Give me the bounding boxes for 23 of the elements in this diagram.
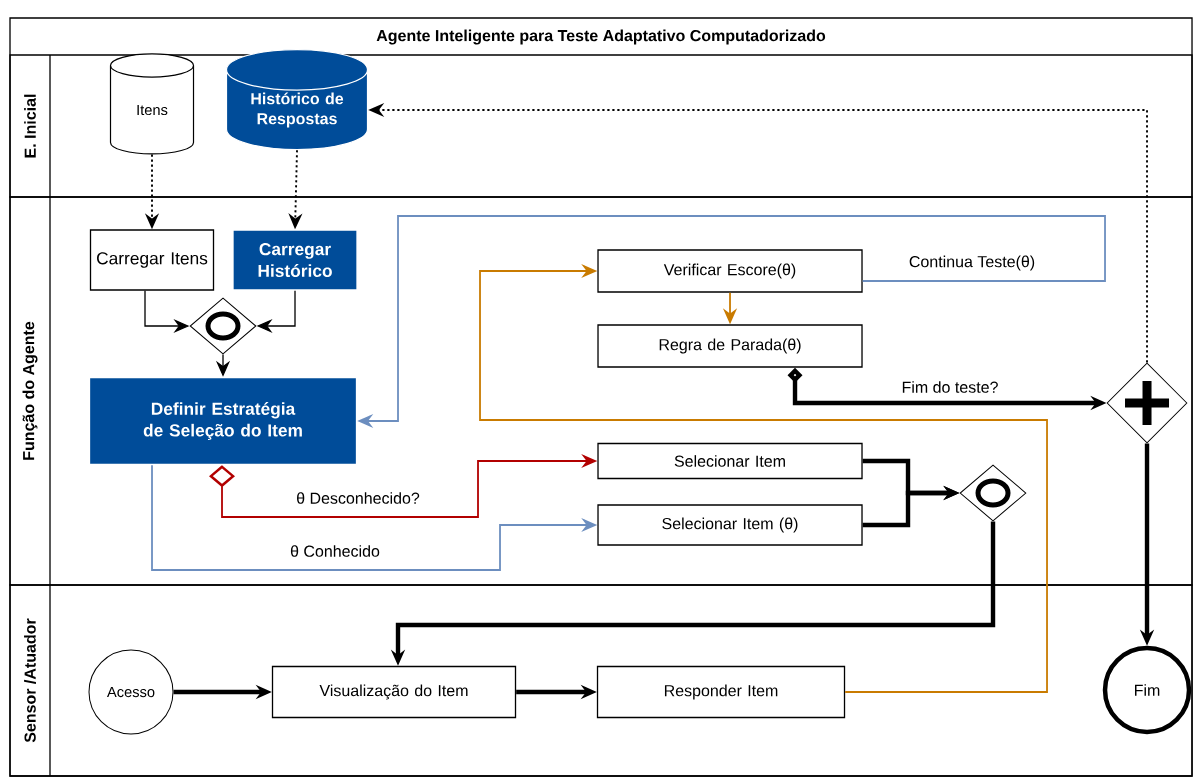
lane-label: Sensor /Atuador	[24, 618, 36, 743]
process-box: Responder Item	[596, 665, 846, 719]
edge-label: θ Desconhecido?	[294, 490, 422, 506]
exclusive-gateway	[959, 464, 1027, 522]
lane-label: E. Inicial	[24, 94, 36, 158]
database-cylinder: Itens	[109, 53, 195, 155]
database-cylinder: Histórico de Respostas	[225, 49, 369, 151]
edge-label: Fim do teste?	[900, 379, 1000, 395]
process-box: Carregar Histórico	[232, 229, 358, 291]
diagram-title: Agente Inteligente para Teste Adaptativo Computadorizado	[376, 29, 826, 45]
parallel-gateway	[1106, 362, 1188, 444]
arrow	[479, 263, 1048, 693]
process-box: Visualização do Item	[271, 665, 517, 719]
process-box: Definir Estratégia de Seleção do Item	[88, 376, 358, 466]
lane-label: Função do Agente	[22, 321, 38, 460]
exclusive-gateway	[189, 297, 257, 355]
process-box: Selecionar Item	[597, 442, 863, 480]
edge-label: θ Conhecido	[288, 543, 382, 559]
process-box: Selecionar Item (θ)	[597, 504, 863, 546]
process-box: Verificar Escore(θ)	[597, 249, 863, 293]
edge-label: Continua Teste(θ)	[907, 254, 1037, 272]
process-box: Regra de Parada(θ)	[597, 324, 863, 368]
process-box: Carregar Itens	[89, 229, 215, 291]
